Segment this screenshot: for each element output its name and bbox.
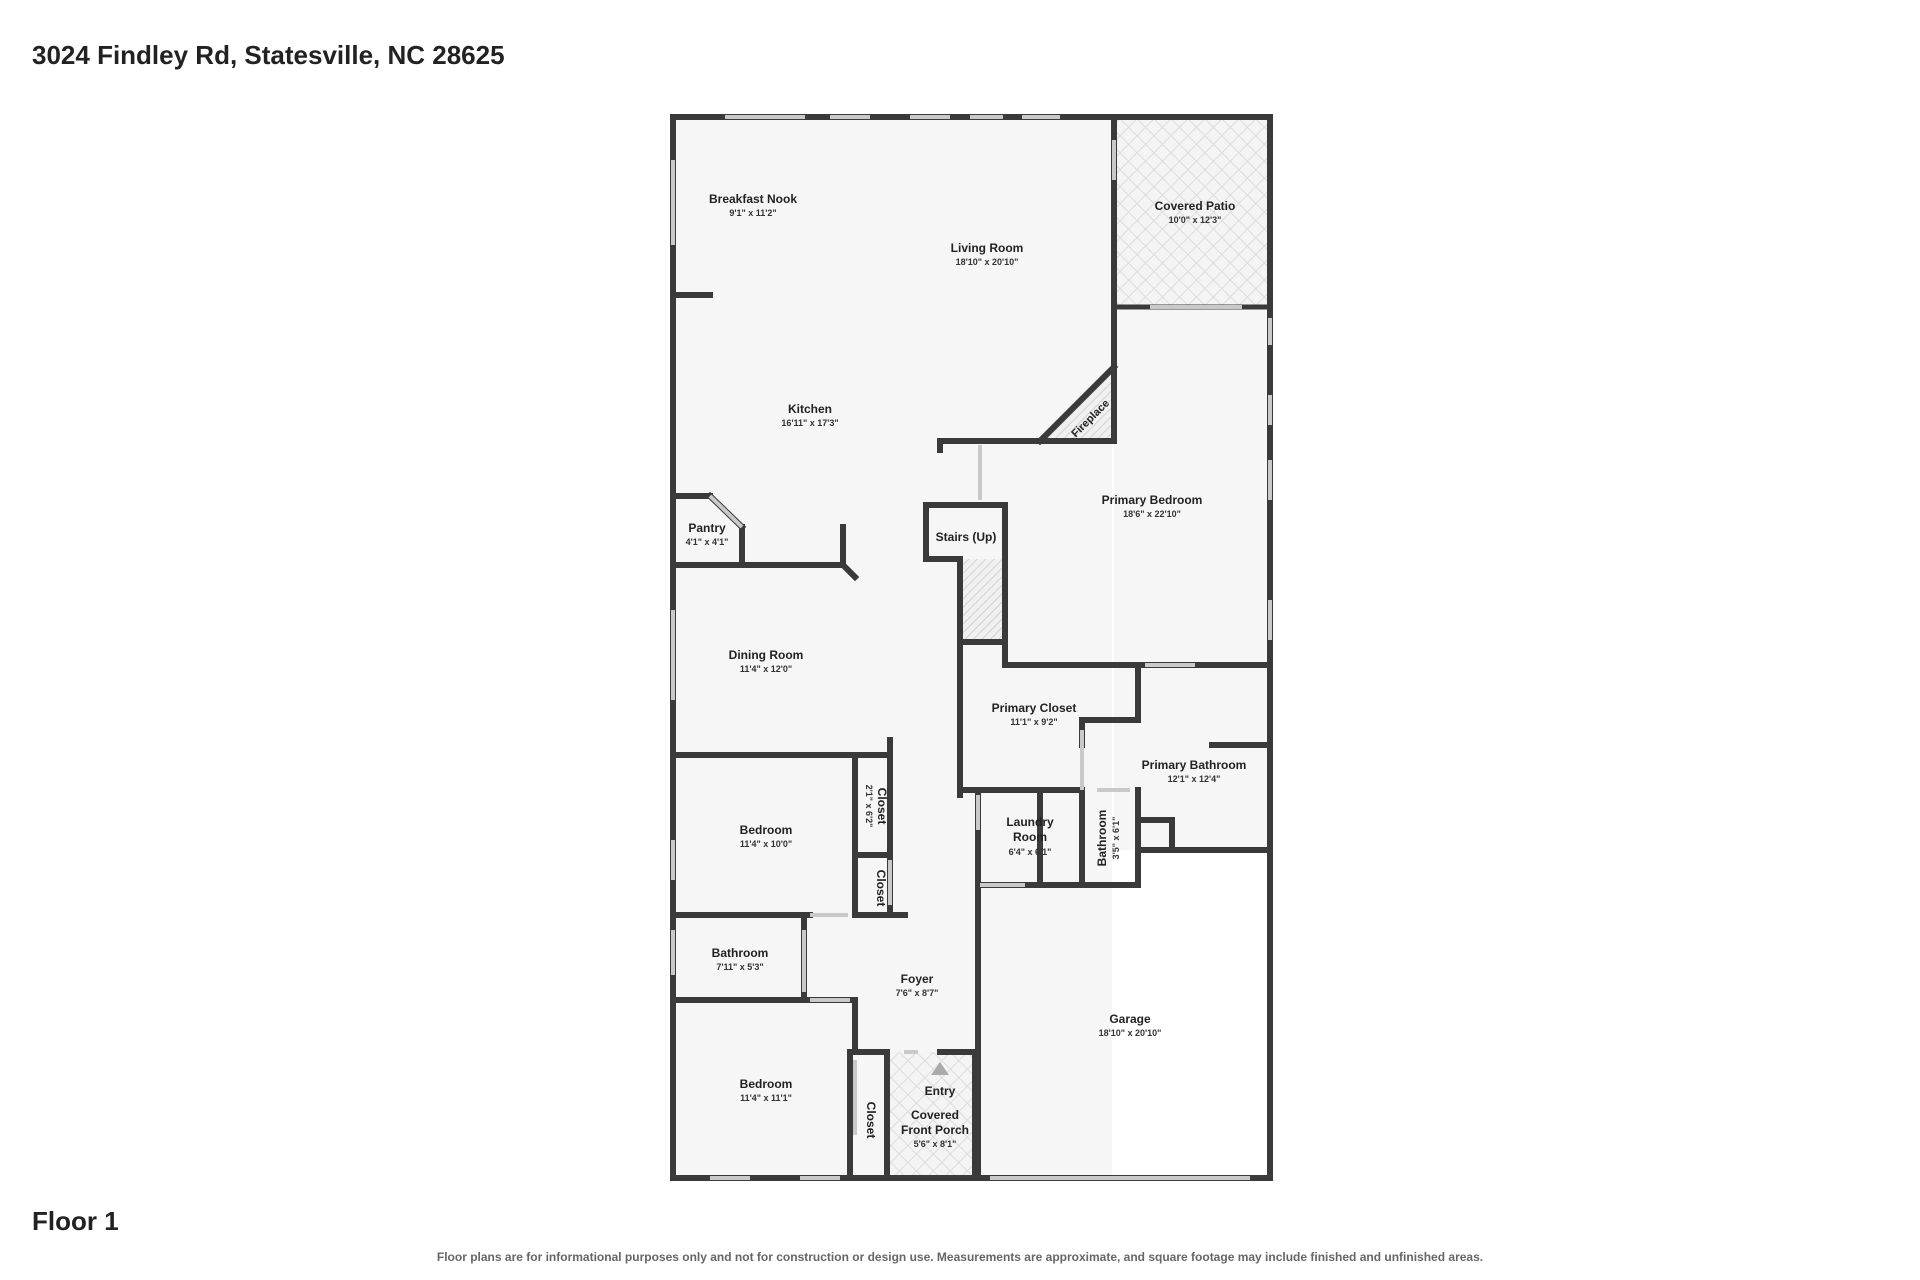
room-name: Covered <box>911 1108 959 1122</box>
room-dimensions: 12'1" x 12'4" <box>1168 774 1221 784</box>
room-name: Stairs (Up) <box>936 530 997 544</box>
room-bedroom-1: Bedroom 11'4" x 10'0" <box>740 823 793 849</box>
room-name: Bedroom <box>740 823 793 837</box>
page-title: 3024 Findley Rd, Statesville, NC 28625 <box>32 40 505 70</box>
room-dimensions: 2'1" x 6'2" <box>864 785 874 828</box>
room-dimensions: 11'4" x 10'0" <box>740 839 792 849</box>
room-name-line-2: Room <box>1013 830 1047 844</box>
room-dimensions: 18'6" x 22'10" <box>1123 509 1181 519</box>
covered-patio-floor <box>1114 117 1271 307</box>
room-dimensions: 10'0" x 12'3" <box>1169 215 1222 225</box>
floor-label: Floor 1 <box>32 1206 119 1236</box>
room-name: Kitchen <box>788 402 832 416</box>
room-name: Living Room <box>951 241 1024 255</box>
room-dimensions: 3'5" x 6'1" <box>1111 817 1121 860</box>
room-bathroom-2: Bathroom 7'11" x 5'3" <box>712 946 769 972</box>
room-foyer: Foyer 7'6" x 8'7" <box>896 972 939 998</box>
room-breakfast-nook: Breakfast Nook 9'1" x 11'2" <box>709 192 797 218</box>
room-closet-1: Closet 2'1" x 6'2" <box>864 785 889 828</box>
room-name: Entry <box>925 1084 956 1098</box>
disclaimer-text: Floor plans are for informational purpos… <box>436 1250 1484 1264</box>
room-living-room: Living Room 18'10" x 20'10" <box>951 241 1024 267</box>
room-name: Garage <box>1109 1012 1151 1026</box>
room-dimensions: 6'4" x 6'1" <box>1009 847 1052 857</box>
entry-arrow-icon <box>931 1062 949 1075</box>
room-name: Bathroom <box>1095 810 1109 867</box>
front-porch-floor <box>887 1052 975 1178</box>
room-closet-2: Closet <box>874 870 888 907</box>
stairs-hatch <box>957 559 1002 639</box>
room-dimensions: 4'1" x 4'1" <box>686 537 729 547</box>
room-name: Closet <box>874 870 888 907</box>
room-laundry: Laundry Room 6'4" x 6'1" <box>1006 815 1054 857</box>
room-covered-patio: Covered Patio 10'0" x 12'3" <box>1155 199 1236 225</box>
room-primary-bathroom: Primary Bathroom 12'1" x 12'4" <box>1142 758 1247 784</box>
room-dining-room: Dining Room 11'4" x 12'0" <box>729 648 804 674</box>
room-name: Bedroom <box>740 1077 793 1091</box>
room-name: Laundry <box>1006 815 1054 829</box>
room-bathroom-small: Bathroom 3'5" x 6'1" <box>1095 810 1121 867</box>
room-dimensions: 9'1" x 11'2" <box>729 208 776 218</box>
room-dimensions: 7'11" x 5'3" <box>716 962 763 972</box>
room-dimensions: 18'10" x 20'10" <box>1099 1028 1162 1038</box>
interior-walls <box>670 292 1273 1181</box>
room-name: Breakfast Nook <box>709 192 797 206</box>
room-name: Closet <box>875 788 889 825</box>
room-name: Dining Room <box>729 648 804 662</box>
room-dimensions: 11'1" x 9'2" <box>1010 717 1057 727</box>
room-primary-closet: Primary Closet 11'1" x 9'2" <box>992 701 1077 727</box>
room-dimensions: 7'6" x 8'7" <box>896 988 939 998</box>
room-pantry: Pantry 4'1" x 4'1" <box>686 521 729 547</box>
room-front-porch: Covered Front Porch 5'6" x 8'1" <box>901 1108 969 1149</box>
room-name: Covered Patio <box>1155 199 1236 213</box>
room-closet-3: Closet <box>864 1102 878 1139</box>
windows <box>671 115 1272 1180</box>
room-garage: Garage 18'10" x 20'10" <box>1099 1012 1162 1038</box>
room-stairs: Stairs (Up) <box>936 530 997 544</box>
room-dimensions: 16'11" x 17'3" <box>781 418 838 428</box>
room-kitchen: Kitchen 16'11" x 17'3" <box>781 402 838 428</box>
room-entry: Entry <box>925 1084 956 1098</box>
room-name: Pantry <box>688 521 726 535</box>
room-name: Primary Bedroom <box>1102 493 1203 507</box>
room-name-line-2: Front Porch <box>901 1123 969 1137</box>
room-name: Primary Closet <box>992 701 1077 715</box>
room-name: Closet <box>864 1102 878 1139</box>
room-name: Primary Bathroom <box>1142 758 1247 772</box>
room-dimensions: 18'10" x 20'10" <box>956 257 1019 267</box>
room-primary-bedroom: Primary Bedroom 18'6" x 22'10" <box>1102 493 1203 519</box>
room-name: Bathroom <box>712 946 769 960</box>
room-dimensions: 11'4" x 11'1" <box>740 1093 792 1103</box>
room-bedroom-2: Bedroom 11'4" x 11'1" <box>740 1077 793 1103</box>
room-name: Foyer <box>901 972 934 986</box>
room-dimensions: 5'6" x 8'1" <box>914 1139 957 1149</box>
room-dimensions: 11'4" x 12'0" <box>740 664 792 674</box>
